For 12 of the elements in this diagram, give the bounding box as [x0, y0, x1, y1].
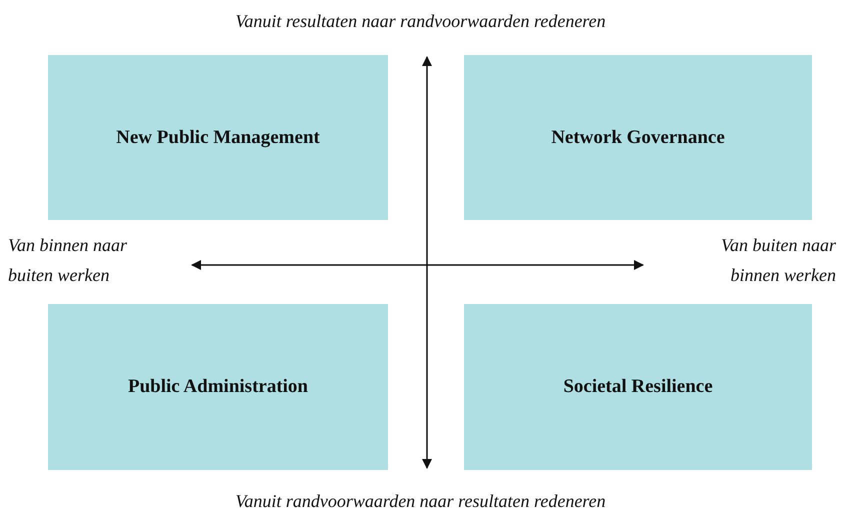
axis-label: Vanuit resultaten naar randvoorwaarden redeneren — [235, 11, 606, 31]
quadrant-title: Societal Resilience — [563, 376, 713, 398]
quadrant-title: Public Administration — [128, 376, 308, 398]
quadrant-box — [464, 304, 812, 470]
axis-label: Van buiten naar binnen werken — [721, 235, 836, 285]
quadrant-title: New Public Management — [116, 126, 320, 148]
axis-label: Van binnen naar buiten werken — [8, 235, 127, 285]
axis-label: Vanuit randvoorwaarden naar resultaten redeneren — [235, 491, 606, 511]
quadrant-box — [464, 55, 812, 220]
quadrant-box — [48, 55, 388, 220]
quadrant-title: Network Governance — [551, 126, 725, 148]
quadrant-box — [48, 304, 388, 470]
